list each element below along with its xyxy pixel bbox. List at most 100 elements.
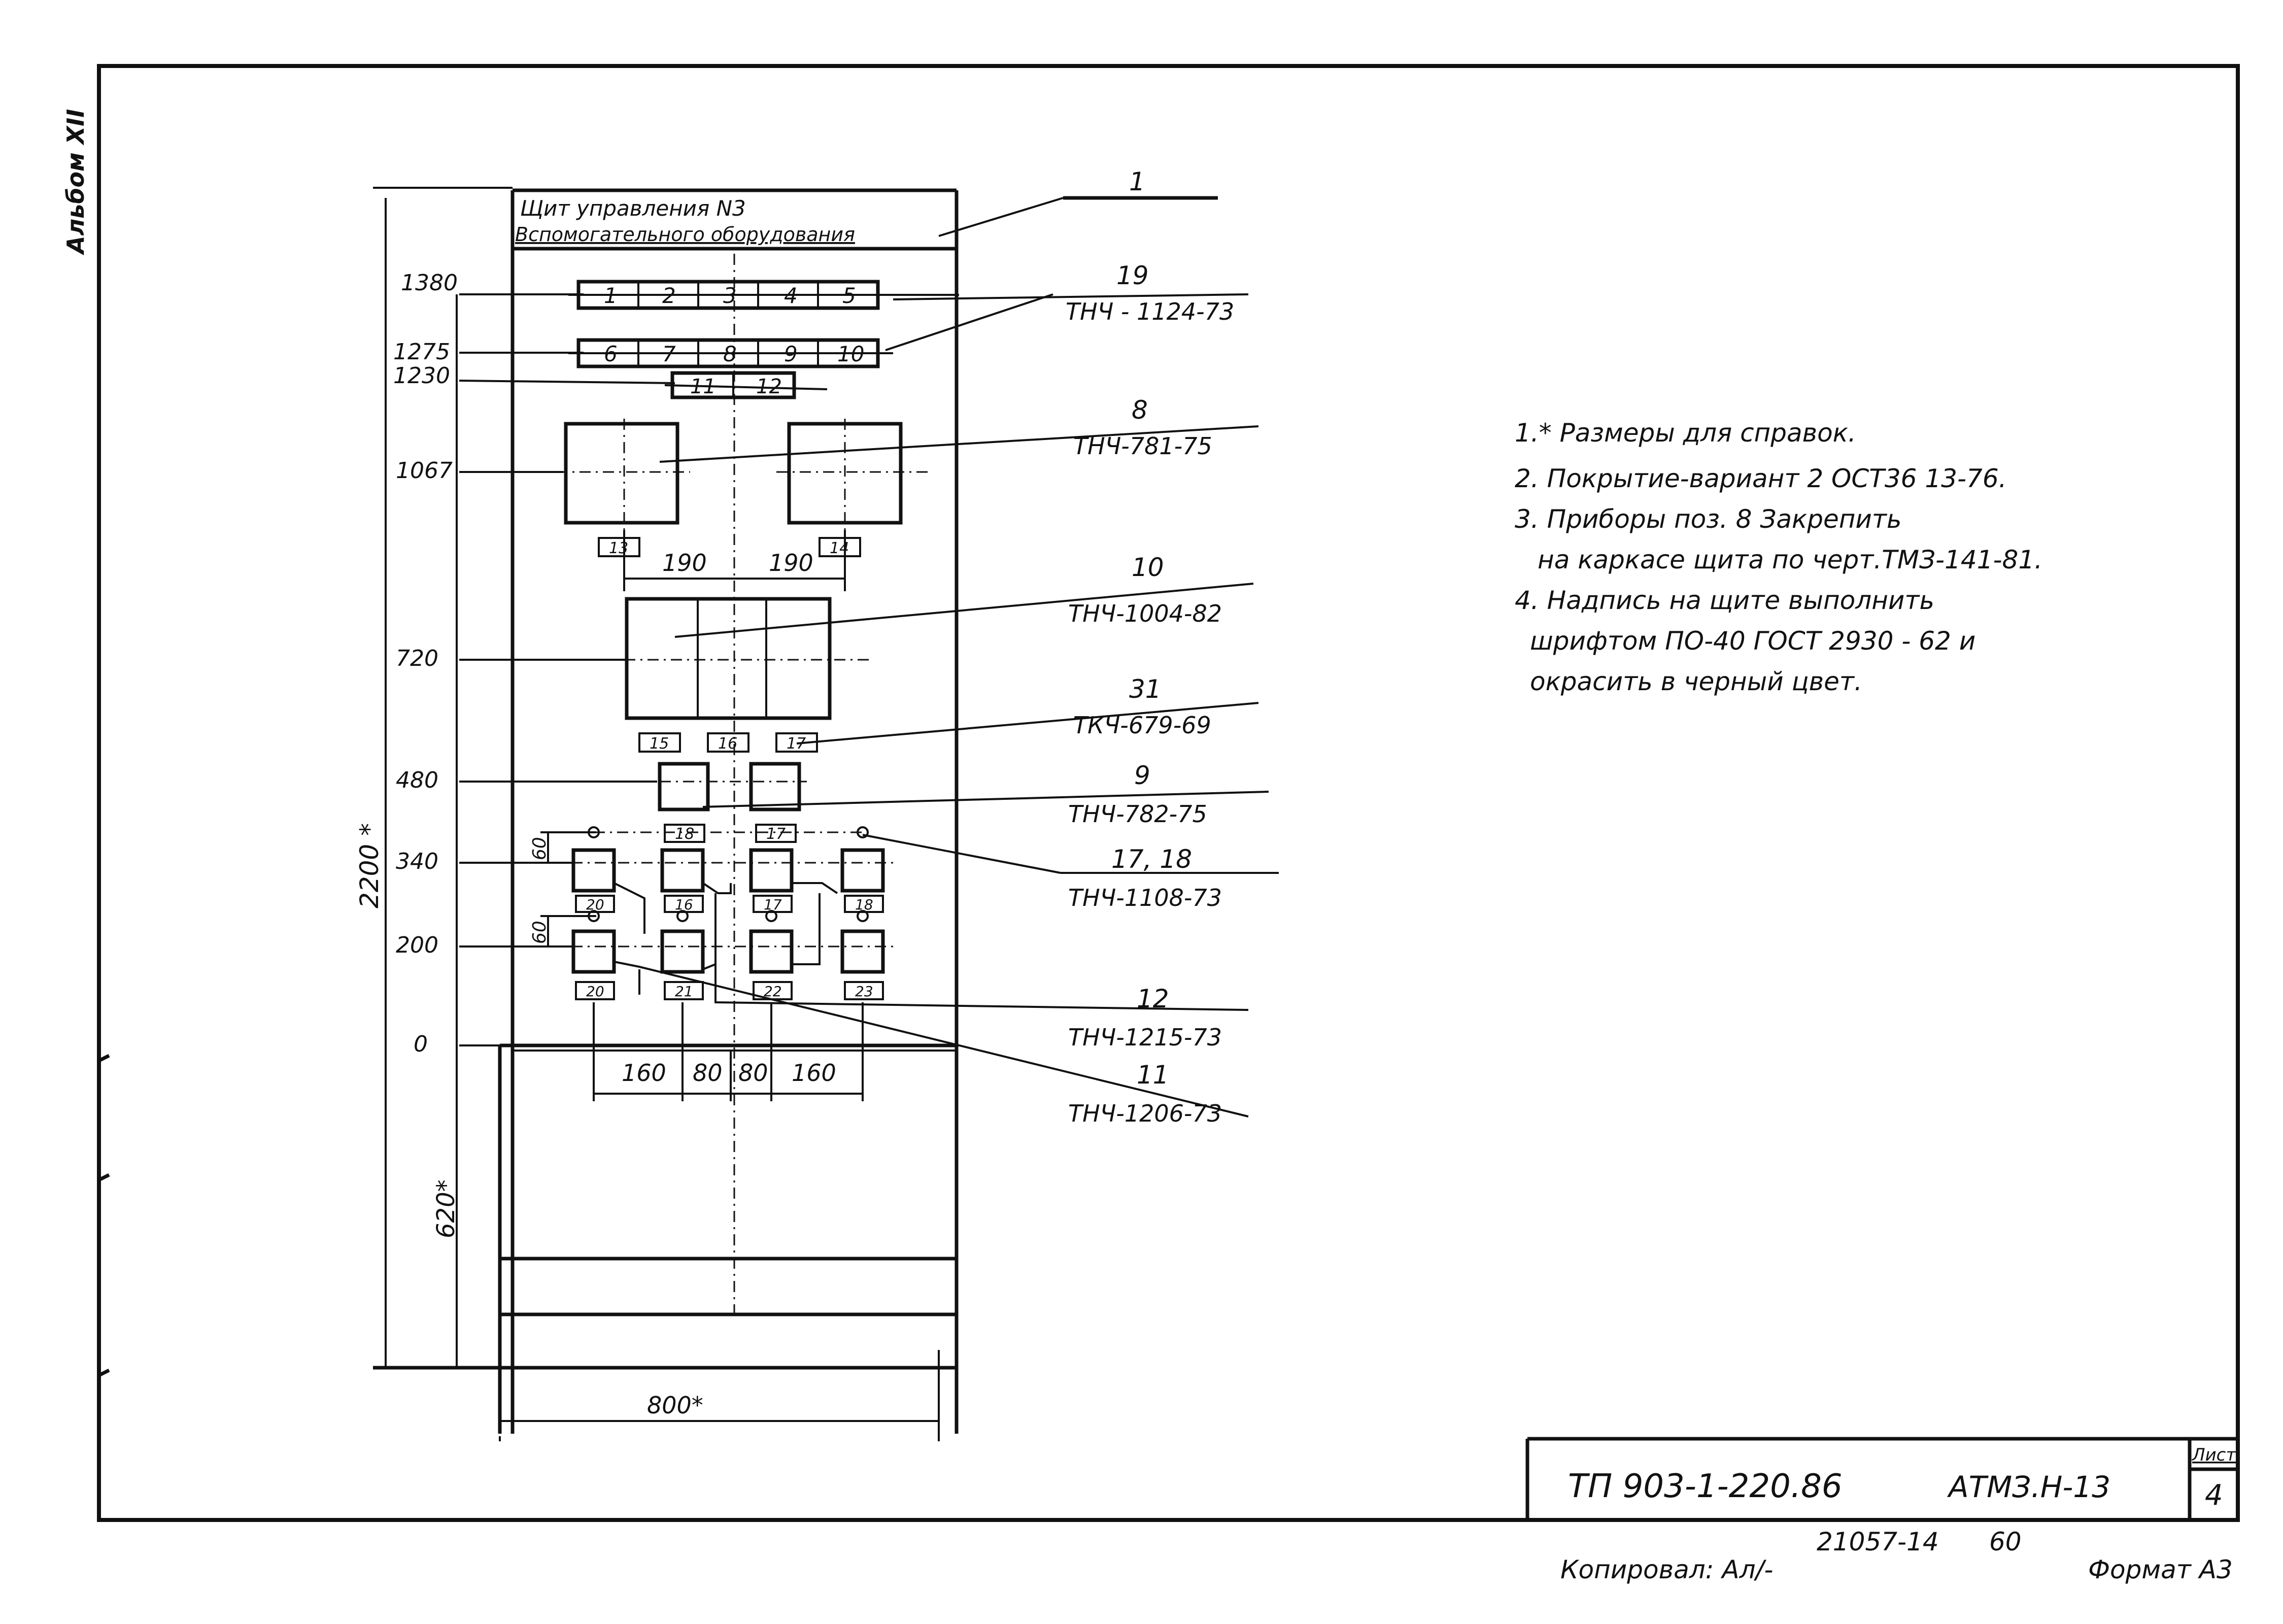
callout-pos-17-18: 17, 18 — [1111, 844, 1192, 874]
lamp-tag-b1: 20 — [586, 983, 604, 1000]
level-0: 0 — [414, 1031, 428, 1057]
panel-outline — [373, 188, 959, 1434]
terminal-cell-1: 1 — [604, 283, 618, 308]
terminal-row-3 — [664, 371, 828, 399]
height-dimension — [373, 187, 513, 1368]
callout-pos-12: 12 — [1137, 984, 1169, 1013]
spacing-160-left: 160 — [622, 1059, 666, 1087]
label-tag-14 — [819, 537, 861, 557]
spacing-190-right: 190 — [769, 549, 813, 577]
callout-pos-19: 19 — [1116, 261, 1149, 290]
terminal-cell-2: 2 — [662, 283, 676, 308]
label-tag-18-text: 18 — [675, 825, 694, 843]
spacing-160-right: 160 — [792, 1059, 836, 1087]
note-4-cont2: окрасить в черный цвет. — [1530, 667, 1862, 696]
title-block — [1525, 1437, 2238, 1520]
footer-number: 60 — [1989, 1527, 2022, 1557]
title-project: ТП 903-1-220.86 — [1568, 1468, 1843, 1505]
panel-base-label: 620* — [432, 1179, 460, 1238]
callout-pos-9: 9 — [1134, 761, 1150, 790]
label-tag-16-text: 16 — [718, 735, 737, 753]
spacing-lower-dimension — [593, 1002, 864, 1101]
callout-pos-8: 8 — [1132, 395, 1148, 425]
lamp-tag-b3: 22 — [764, 983, 782, 1000]
note-4-cont1: шрифтом ПО-40 ГОСТ 2930 - 62 и — [1530, 626, 1975, 656]
note-4: 4. Надпись на щите выполнить — [1515, 586, 1934, 615]
margin-ticks — [98, 1054, 110, 1377]
label-tag-16 — [707, 732, 749, 753]
level-1067: 1067 — [396, 458, 453, 484]
note-2: 2. Покрытие-вариант 2 ОСТ36 13-76. — [1515, 464, 2007, 493]
spacing-190-left: 190 — [662, 549, 707, 577]
margin-label: Альбом XII — [62, 109, 89, 255]
callout-pos-11: 11 — [1137, 1060, 1169, 1090]
level-1380: 1380 — [401, 270, 458, 296]
offset-top: 60 — [529, 837, 550, 860]
callout-pos-10: 10 — [1132, 553, 1164, 582]
level-720: 720 — [396, 646, 438, 671]
title-sheet-label: Лист — [2191, 1445, 2236, 1465]
terminal-cell-8: 8 — [723, 342, 737, 366]
terminal-cell-10: 10 — [837, 342, 864, 366]
callout-doc-8: ТНЧ-781-75 — [1073, 432, 1212, 460]
instrument-right — [776, 419, 929, 530]
level-200: 200 — [396, 932, 438, 958]
lamp-tags-a — [575, 895, 884, 913]
footer-format: Формат А3 — [2088, 1555, 2233, 1584]
notes-block: 1.* Размеры для справок. 2. Покрытие-вар… — [1515, 418, 2042, 696]
panel-height-label: 2200 * — [355, 823, 384, 908]
lamp-row-a — [548, 826, 893, 893]
label-tag-13 — [598, 537, 640, 557]
callout-doc-10: ТНЧ-1004-82 — [1068, 600, 1222, 627]
width-dimension — [499, 1350, 940, 1441]
drawing-frame — [97, 64, 2240, 1522]
panel-width-label: 800* — [647, 1392, 703, 1419]
callout-doc-9: ТНЧ-782-75 — [1068, 800, 1207, 828]
callout-pos-31: 31 — [1129, 674, 1162, 704]
terminal-cell-5: 5 — [842, 283, 856, 308]
label-tag-18 — [664, 824, 705, 843]
terminal-cell-6: 6 — [604, 342, 618, 366]
terminal-cell-12: 12 — [756, 375, 782, 398]
callout-doc-19: ТНЧ - 1124-73 — [1066, 298, 1234, 325]
lamp-tag-b2: 21 — [675, 983, 693, 1000]
level-1230: 1230 — [393, 363, 450, 389]
instrument-left — [533, 419, 690, 530]
callout-doc-17-18: ТНЧ-1108-73 — [1068, 884, 1222, 911]
label-tag-17b-text: 17 — [766, 825, 786, 843]
level-480: 480 — [396, 767, 438, 793]
label-tag-13-text: 13 — [609, 539, 628, 557]
callout-pos-1: 1 — [1129, 167, 1145, 196]
terminal-row-1 — [568, 280, 959, 310]
terminal-cell-11: 11 — [690, 375, 716, 398]
note-1: 1.* Размеры для справок. — [1515, 418, 1856, 448]
note-3: 3. Приборы поз. 8 Закрепить — [1515, 504, 1902, 534]
spacing-80-left: 80 — [693, 1059, 723, 1087]
terminal-row-2 — [568, 338, 893, 368]
lamp-tags-b — [575, 981, 884, 1000]
level-1275: 1275 — [393, 339, 450, 365]
level-lines — [459, 293, 675, 1046]
leader-lines — [614, 196, 1279, 1118]
spacing-80-right: 80 — [738, 1059, 768, 1087]
title-sheet-number: 4 — [2205, 1479, 2223, 1512]
footer-copied-by: Копировал: Ал/- — [1560, 1555, 1773, 1584]
label-tag-15-text: 15 — [650, 735, 669, 753]
lamp-tag-b4: 23 — [855, 983, 873, 1000]
terminal-cell-9: 9 — [784, 342, 798, 366]
device-pos9 — [658, 762, 807, 811]
panel-title-line2: Вспомогательного оборудования — [515, 223, 855, 246]
callout-doc-11: ТНЧ-1206-73 — [1068, 1100, 1222, 1127]
footer-inventory: 21057-14 — [1817, 1527, 1939, 1557]
level-340: 340 — [396, 849, 438, 874]
callout-doc-31: ТКЧ-679-69 — [1073, 712, 1211, 739]
note-3-cont: на каркасе щита по черт.ТМЗ-141-81. — [1538, 545, 2042, 574]
label-tag-17b — [755, 824, 797, 843]
terminal-cell-4: 4 — [784, 283, 798, 308]
title-code: АТМЗ.Н-13 — [1947, 1470, 2110, 1504]
offset-bottom: 60 — [529, 921, 550, 944]
panel-title-line1: Щит управления N3 — [520, 196, 746, 221]
terminal-cell-3: 3 — [723, 283, 737, 308]
lamp-row-b — [548, 910, 893, 974]
